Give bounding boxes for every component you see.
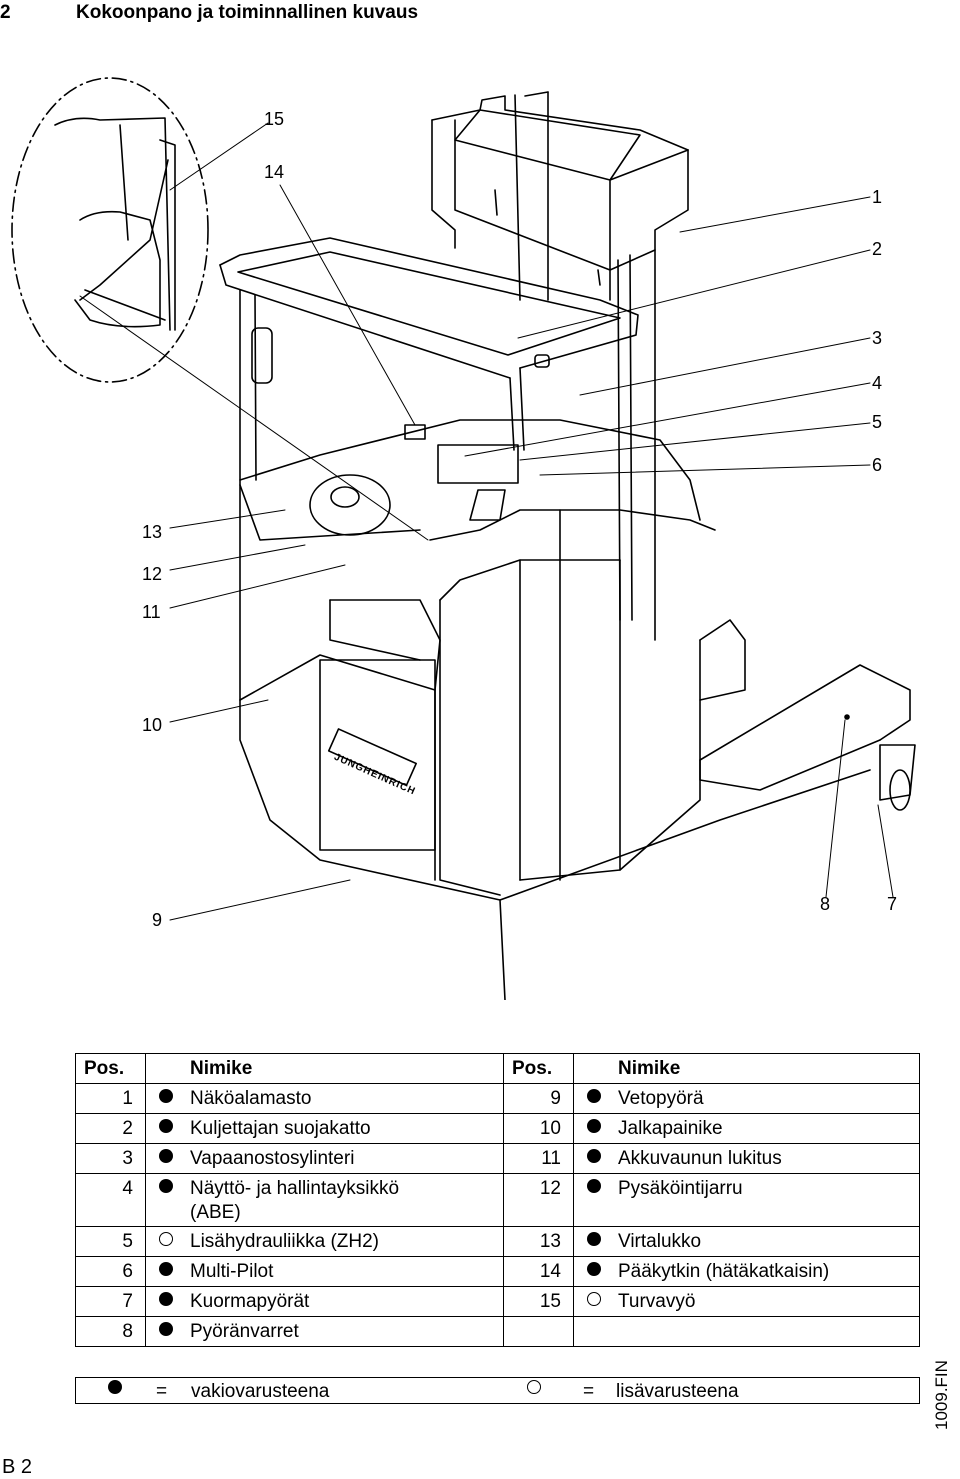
truck-illustration xyxy=(11,77,916,1000)
header-name-left: Nimike xyxy=(190,1058,253,1079)
standard-dot-icon xyxy=(159,1089,173,1103)
callout-11: 11 xyxy=(142,602,161,622)
header-pos-right: Pos. xyxy=(512,1058,553,1079)
page-number: B 2 xyxy=(2,1456,33,1478)
seatbelt-detail-circle xyxy=(11,77,209,383)
callout-4: 4 xyxy=(872,373,883,393)
callout-3: 3 xyxy=(872,328,883,348)
legend: = vakiovarusteena = lisävarusteena xyxy=(75,1377,920,1404)
item-pos-right: 9 xyxy=(550,1088,561,1109)
item-name-right: Vetopyörä xyxy=(618,1088,704,1109)
item-pos-right: 11 xyxy=(541,1148,561,1169)
optional-dot-icon xyxy=(527,1380,541,1394)
table-row: 7 Kuormapyörät 15 Turvavyö xyxy=(75,1286,920,1317)
item-pos-left: 7 xyxy=(122,1291,133,1312)
callout-9: 9 xyxy=(152,910,163,930)
standard-dot-icon xyxy=(587,1262,601,1276)
standard-dot-icon xyxy=(159,1179,173,1193)
wheel-arm xyxy=(699,664,916,811)
callout-15: 15 xyxy=(264,109,285,129)
brand-plate xyxy=(327,728,417,787)
callout-8: 8 xyxy=(820,894,831,914)
item-name-left-cont: (ABE) xyxy=(190,1202,241,1223)
table-row: 1 Näköalamasto 9 Vetopyörä xyxy=(75,1083,920,1114)
document-code: 1009.FIN xyxy=(932,1360,951,1430)
chassis xyxy=(239,509,871,1000)
standard-dot-icon xyxy=(587,1149,601,1163)
standard-dot-icon xyxy=(587,1089,601,1103)
callout-leaders xyxy=(79,122,894,921)
standard-dot-icon xyxy=(587,1179,601,1193)
standard-dot-icon xyxy=(159,1292,173,1306)
legend-eq-optional: = xyxy=(583,1381,595,1402)
callout-13: 13 xyxy=(142,522,163,542)
standard-dot-icon xyxy=(159,1262,173,1276)
seat xyxy=(329,509,716,691)
item-name-right: Jalkapainike xyxy=(618,1118,723,1139)
item-pos-left: 3 xyxy=(122,1148,133,1169)
table-header-row: Pos. Nimike Pos. Nimike xyxy=(75,1053,920,1084)
item-name-left: Kuljettajan suojakatto xyxy=(190,1118,371,1139)
table-row: 3 Vapaanostosylinteri 11 Akkuvaunun lukitus xyxy=(75,1143,920,1174)
section-title: Kokoonpano ja toiminnallinen kuvaus xyxy=(76,2,419,23)
item-name-left: Pyöränvarret xyxy=(190,1321,299,1342)
item-name-left: Lisähydrauliikka (ZH2) xyxy=(190,1231,380,1252)
optional-dot-icon xyxy=(159,1232,173,1246)
item-pos-left: 5 xyxy=(122,1231,133,1252)
legend-standard: vakiovarusteena xyxy=(191,1381,330,1402)
standard-dot-icon xyxy=(587,1119,601,1133)
optional-dot-icon xyxy=(587,1292,601,1306)
callout-12: 12 xyxy=(142,564,163,584)
callout-10: 10 xyxy=(142,715,163,735)
overhead-guard xyxy=(219,237,639,701)
item-name-left: Kuormapyörät xyxy=(190,1291,310,1312)
item-pos-right: 13 xyxy=(539,1231,561,1252)
header-name-right: Nimike xyxy=(618,1058,681,1079)
section-number: 2 xyxy=(0,2,11,23)
item-pos-left: 6 xyxy=(122,1261,133,1282)
item-pos-left: 4 xyxy=(122,1178,133,1199)
item-pos-right: 15 xyxy=(539,1291,561,1312)
item-name-right xyxy=(618,1317,919,1321)
parts-table: Pos. Nimike Pos. Nimike 1 Näköalamasto 9 Ve… xyxy=(75,1053,920,1347)
table-row: 5 Lisähydrauliikka (ZH2) 13 Virtalukko xyxy=(75,1226,920,1257)
standard-dot-icon xyxy=(159,1322,173,1336)
item-name-left: Näyttö- ja hallintayksikkö xyxy=(190,1178,400,1199)
item-pos-right: 10 xyxy=(539,1118,561,1139)
item-name-right: Pääkytkin (hätäkatkaisin) xyxy=(618,1261,830,1282)
item-pos-left: 2 xyxy=(122,1118,133,1139)
item-name-left: Vapaanostosylinteri xyxy=(190,1148,355,1169)
item-pos-left: 1 xyxy=(122,1088,133,1109)
item-name-right: Akkuvaunun lukitus xyxy=(618,1148,782,1169)
legend-eq-standard: = xyxy=(156,1381,168,1402)
item-pos-right xyxy=(504,1317,561,1321)
table-row: 6 Multi-Pilot 14 Pääkytkin (hätäkatkaisin) xyxy=(75,1256,920,1287)
standard-dot-icon xyxy=(587,1232,601,1246)
standard-dot-icon xyxy=(159,1149,173,1163)
item-pos-right: 12 xyxy=(539,1178,561,1199)
callout-1: 1 xyxy=(872,187,883,207)
table-row: 8 Pyöränvarret xyxy=(75,1316,920,1347)
header-pos-left: Pos. xyxy=(84,1058,125,1079)
seatbelt-detail xyxy=(54,117,176,331)
table-row: 2 Kuljettajan suojakatto 10 Jalkapainike xyxy=(75,1113,920,1144)
item-name-right: Pysäköintijarru xyxy=(618,1178,743,1199)
item-pos-left: 8 xyxy=(122,1321,133,1342)
item-pos-right: 14 xyxy=(539,1261,561,1282)
item-name-right: Turvavyö xyxy=(618,1291,696,1312)
legend-optional: lisävarusteena xyxy=(616,1381,739,1402)
callout-5: 5 xyxy=(872,412,883,432)
item-name-right: Virtalukko xyxy=(618,1231,702,1252)
table-row: 4 Näyttö- ja hallintayksikkö (ABE) 12 Pysäkö… xyxy=(75,1173,920,1227)
callout-14: 14 xyxy=(264,162,285,182)
dashboard xyxy=(239,354,701,541)
callout-6: 6 xyxy=(872,455,883,475)
callout-7: 7 xyxy=(887,894,898,914)
item-name-left: Multi-Pilot xyxy=(190,1261,274,1282)
callout-2: 2 xyxy=(872,239,883,259)
item-name-left: Näköalamasto xyxy=(190,1088,312,1109)
standard-dot-icon xyxy=(159,1119,173,1133)
standard-dot-icon xyxy=(108,1380,122,1394)
